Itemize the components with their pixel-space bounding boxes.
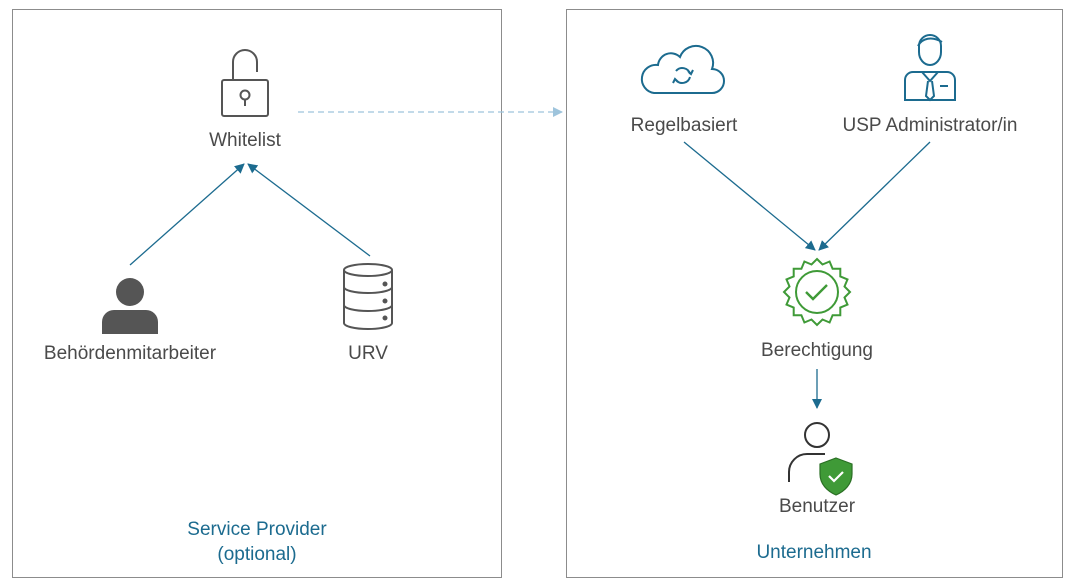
service-provider-title: Service Provider (optional) xyxy=(187,517,326,567)
user-label: Benutzer xyxy=(778,496,856,517)
company-panel xyxy=(566,9,1063,578)
user-shield-icon xyxy=(788,422,853,496)
service-provider-title-line1: Service Provider xyxy=(187,519,327,540)
database-icon xyxy=(343,263,393,330)
admin-label: USP Administrator/in xyxy=(842,115,1018,136)
certificate-badge-check-icon xyxy=(782,257,852,327)
person-silhouette-icon xyxy=(102,278,158,334)
urv-label: URV xyxy=(348,343,388,364)
service-provider-title-line2: (optional) xyxy=(217,544,297,565)
service-provider-panel xyxy=(12,9,502,578)
businessman-icon xyxy=(904,34,956,102)
employee-label: Behördenmitarbeiter xyxy=(43,343,217,364)
arrow-rulebased-to-authorization xyxy=(683,141,816,251)
arrow-admin-to-authorization xyxy=(818,141,931,251)
company-title: Unternehmen xyxy=(756,542,872,563)
padlock-open-icon xyxy=(221,49,269,117)
arrow-employee-to-whitelist xyxy=(129,163,245,266)
rule-based-label: Regelbasiert xyxy=(630,115,738,136)
whitelist-label: Whitelist xyxy=(209,130,281,151)
cloud-sync-icon xyxy=(640,44,725,94)
arrow-urv-to-whitelist xyxy=(247,163,371,257)
authorization-label: Berechtigung xyxy=(761,340,873,361)
